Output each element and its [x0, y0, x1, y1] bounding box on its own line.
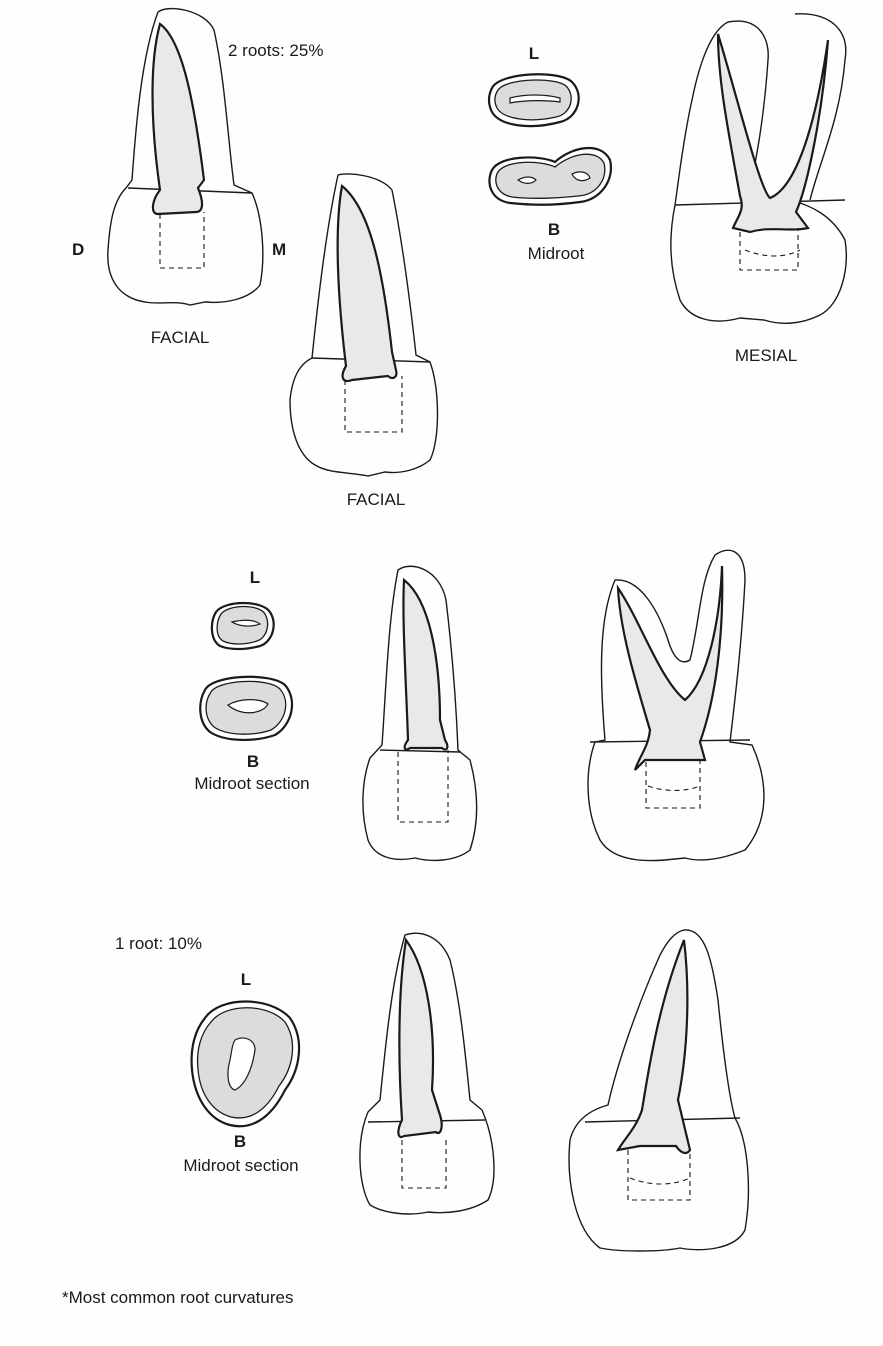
cross-section-row1-buccal: [489, 148, 611, 205]
label-mesial-letter: M: [272, 240, 286, 260]
label-distal: D: [72, 240, 84, 260]
footnote: *Most common root curvatures: [62, 1288, 293, 1308]
label-buccal-row1: B: [548, 220, 560, 240]
label-facial-row1-center: FACIAL: [347, 490, 406, 510]
cross-section-row3: [192, 1002, 299, 1127]
label-lingual-row2: L: [250, 568, 260, 588]
cross-section-row1-lingual: [489, 74, 579, 126]
label-lingual-row1: L: [529, 44, 539, 64]
label-mesial-view: MESIAL: [735, 346, 797, 366]
label-buccal-row3: B: [234, 1132, 246, 1152]
tooth-facial-view-row1-center: [290, 174, 438, 476]
label-2-roots-percentage: 2 roots: 25%: [228, 41, 323, 61]
tooth-facial-view-row2: [363, 566, 477, 860]
label-midroot-section-row3: Midroot section: [183, 1156, 298, 1176]
label-midroot: Midroot: [528, 244, 585, 264]
tooth-mesial-view-row1: [671, 14, 846, 323]
cross-section-row2-lingual: [212, 603, 274, 649]
label-1-root-percentage: 1 root: 10%: [115, 934, 202, 954]
label-facial-row1: FACIAL: [151, 328, 210, 348]
label-lingual-row3: L: [241, 970, 251, 990]
cross-section-row2-buccal: [200, 677, 292, 740]
label-buccal-row2: B: [247, 752, 259, 772]
tooth-mesial-view-row3: [569, 930, 748, 1251]
tooth-mesial-view-row2: [588, 550, 764, 860]
tooth-facial-view-row3: [360, 933, 494, 1214]
label-midroot-section-row2: Midroot section: [194, 774, 309, 794]
